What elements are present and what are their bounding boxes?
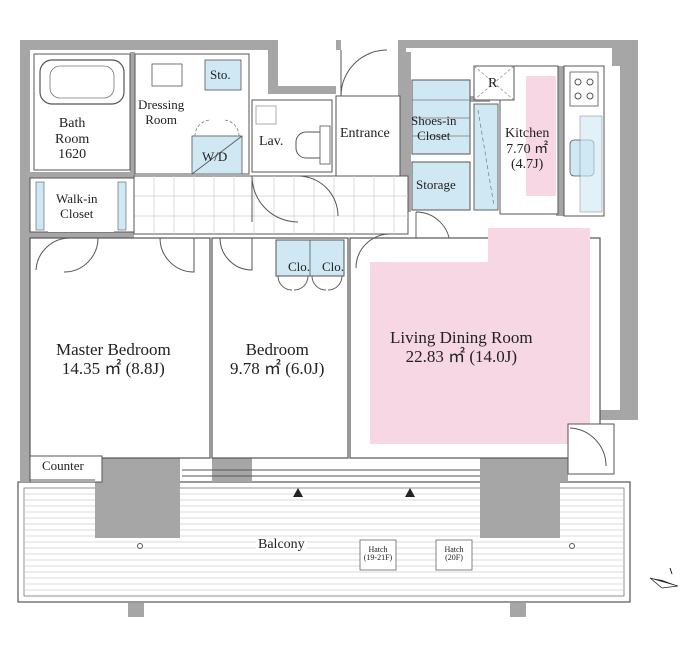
storage-label: Storage	[416, 177, 456, 192]
master-bedroom	[29, 237, 211, 483]
lavatory-label: Lav.	[259, 134, 284, 149]
bedroom	[211, 237, 349, 459]
hallway	[133, 175, 409, 235]
dressing-room	[134, 53, 250, 175]
pipe-shaft	[473, 103, 499, 211]
living-dining-room	[349, 228, 615, 475]
counter-label: Counter	[42, 458, 84, 473]
bath-room	[33, 53, 131, 171]
entrance-label: Entrance	[340, 126, 390, 141]
storage-small-label: Sto.	[210, 67, 231, 82]
shoes-closet	[411, 79, 471, 155]
north-arrow-icon	[649, 567, 679, 597]
sliding-door-marker-icon	[293, 488, 303, 497]
walk-in-closet	[29, 177, 135, 233]
closet-label-1: Clo.	[288, 259, 311, 274]
washer-dryer-label: W/D	[202, 149, 228, 164]
storage-closet	[411, 161, 471, 247]
refrigerator-label: R	[488, 76, 498, 91]
kitchen	[473, 65, 605, 217]
hatch-label-1: Hatch(19-21F)	[363, 545, 393, 563]
lavatory	[251, 99, 333, 173]
hatch-label-2: Hatch(20F)	[444, 545, 464, 563]
balcony-sashes	[30, 469, 480, 481]
balcony-label: Balcony	[256, 537, 307, 553]
sliding-door-marker-icon	[405, 488, 415, 497]
closet-label-2: Clo.	[322, 259, 345, 274]
